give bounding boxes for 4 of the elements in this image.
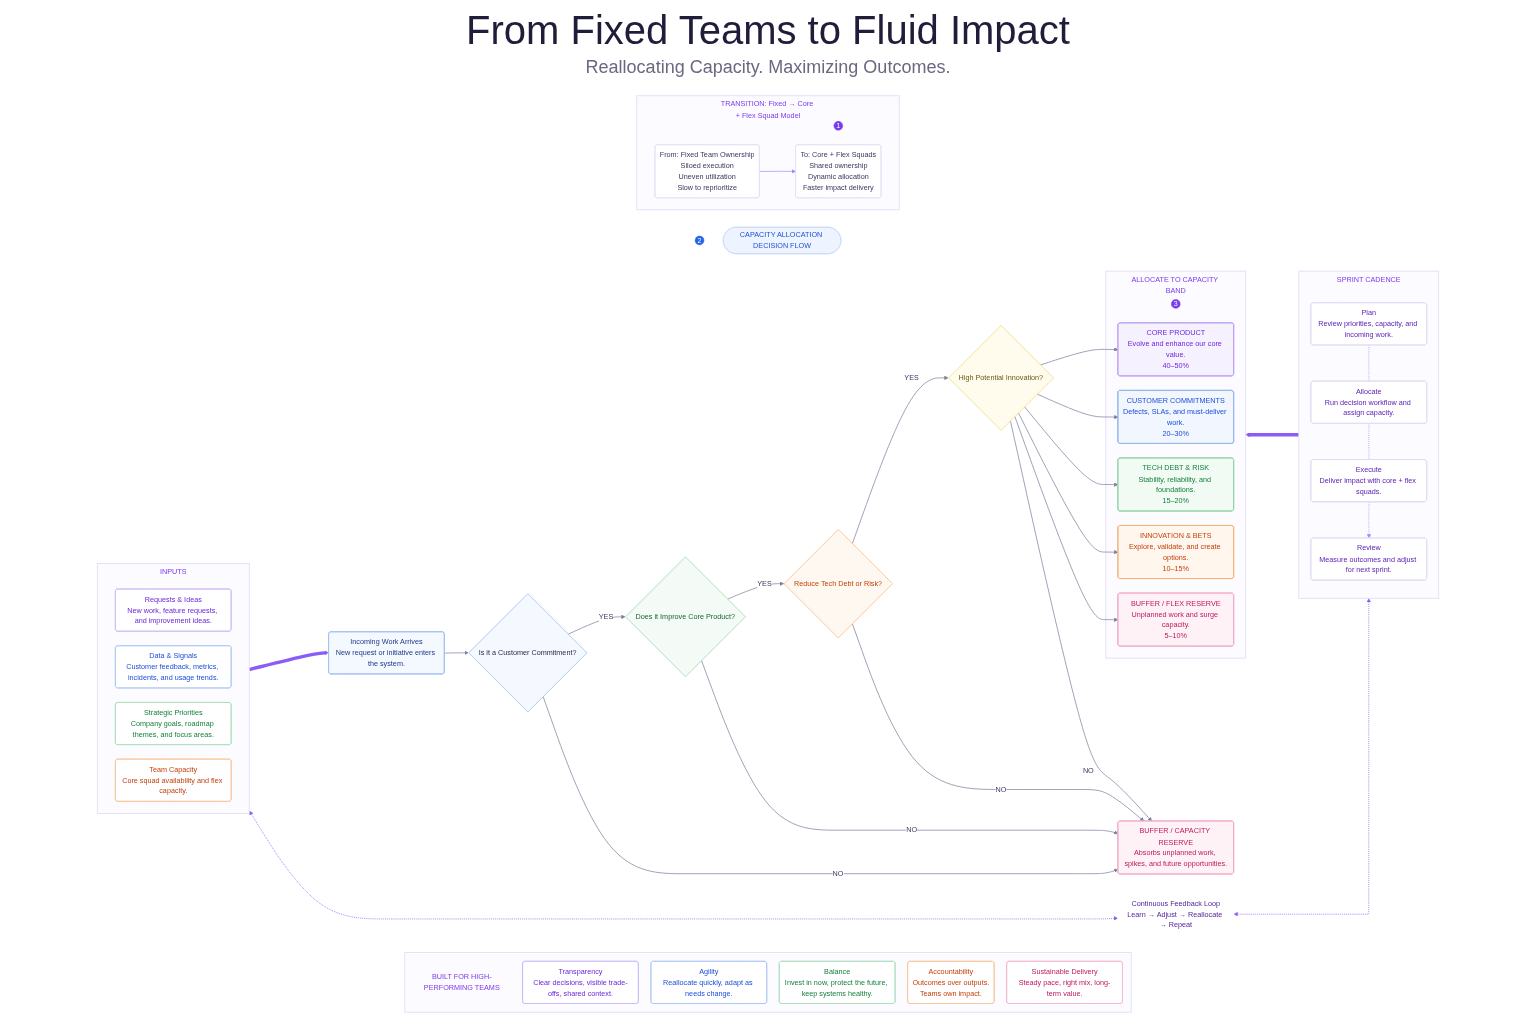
- arrow: [1245, 432, 1299, 437]
- arrow: [248, 650, 329, 672]
- subtitle: Reallocating Capacity. Maximizing Outcomes.: [585, 57, 951, 78]
- title: From Fixed Teams to Fluid Impact: [466, 8, 1070, 53]
